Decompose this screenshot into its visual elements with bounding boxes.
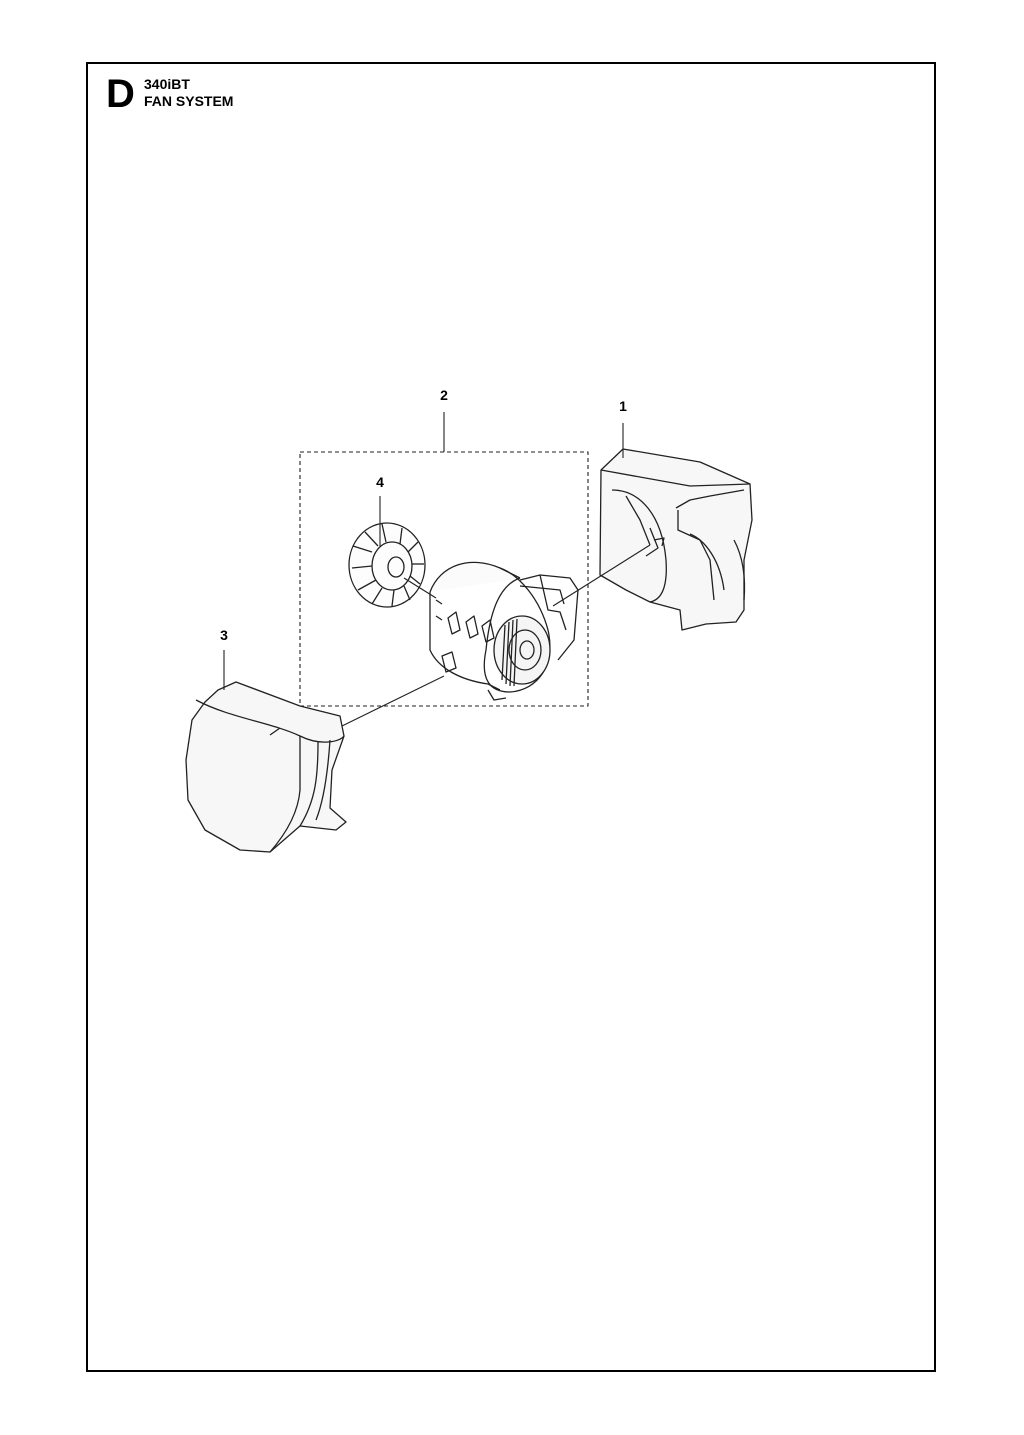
page-frame [86,62,936,1372]
cover-to-motor-line [341,675,445,727]
callout-1: 1 [619,398,627,414]
callout-2: 2 [440,387,448,403]
section-letter: D [106,72,135,116]
cover-part [185,681,347,853]
housing-part [599,448,753,631]
fan-to-motor-line [403,577,437,599]
section-title: FAN SYSTEM [144,93,234,109]
motor-part [429,561,579,701]
callout-4: 4 [376,474,384,490]
fan-impeller-part [348,522,426,608]
model-name: 340iBT [144,76,190,92]
motor-to-housing-line [552,544,651,607]
callout-3: 3 [220,627,228,643]
leader-lines [223,412,651,727]
